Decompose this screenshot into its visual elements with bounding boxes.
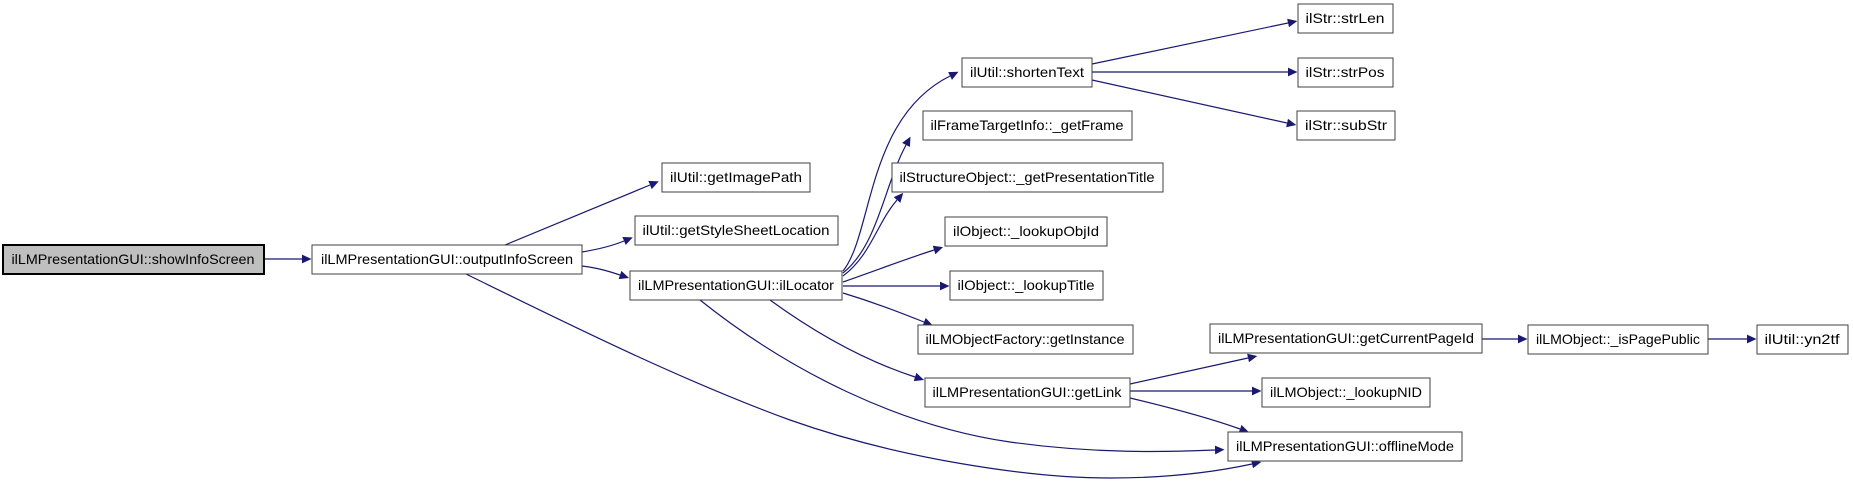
- node-box: [891, 162, 1164, 193]
- edge-illocator-to-getpresentationtitle: [842, 192, 904, 277]
- node-box: [311, 244, 583, 275]
- node-substr[interactable]: ilStr::subStr: [1296, 110, 1396, 141]
- edge-illocator-to-getinstance: [842, 292, 933, 327]
- node-lookupobjid[interactable]: ilObject::_lookupObjId: [944, 216, 1108, 247]
- edge-illocator-to-shortentext: [842, 71, 959, 272]
- node-getpresentationtitle[interactable]: ilStructureObject::_getPresentationTitle: [891, 162, 1164, 193]
- node-label: ilStr::subStr: [1305, 117, 1387, 133]
- node-box: [1297, 3, 1394, 34]
- node-label: ilFrameTargetInfo::_getFrame: [931, 117, 1124, 133]
- node-box: [944, 216, 1108, 247]
- node-label: ilLMPresentationGUI::getCurrentPageId: [1218, 330, 1474, 346]
- node-box: [1227, 431, 1463, 462]
- node-box: [661, 162, 811, 193]
- node-box: [949, 270, 1104, 301]
- node-box: [1527, 324, 1709, 355]
- node-yn2tf[interactable]: ilUtil::yn2tf: [1756, 324, 1849, 355]
- edge-outputinfoscreen-to-getimagepath: [504, 180, 659, 246]
- node-outputinfoscreen[interactable]: ilLMPresentationGUI::outputInfoScreen: [311, 244, 583, 275]
- node-box: [1209, 323, 1483, 354]
- node-label: ilLMObject::_lookupNID: [1270, 384, 1422, 400]
- nodes-layer: ilLMPresentationGUI::showInfoScreen ilLM…: [2, 3, 1849, 462]
- node-box: [1261, 377, 1431, 408]
- node-box: [1756, 324, 1849, 355]
- node-illocator[interactable]: ilLMPresentationGUI::ilLocator: [629, 270, 843, 301]
- node-getstylesheetlocation[interactable]: ilUtil::getStyleSheetLocation: [634, 215, 839, 246]
- node-getimagepath[interactable]: ilUtil::getImagePath: [661, 162, 811, 193]
- node-strpos[interactable]: ilStr::strPos: [1297, 57, 1394, 88]
- node-label: ilObject::_lookupObjId: [953, 223, 1099, 239]
- node-ispagepublic[interactable]: ilLMObject::_isPagePublic: [1527, 324, 1709, 355]
- node-label: ilLMPresentationGUI::ilLocator: [638, 277, 834, 293]
- edge-shortentext-to-substr: [1091, 79, 1297, 128]
- node-label: ilStructureObject::_getPresentationTitle: [900, 169, 1155, 185]
- node-showinfoscreen[interactable]: ilLMPresentationGUI::showInfoScreen: [2, 244, 265, 275]
- edge-illocator-to-getlink: [769, 299, 925, 382]
- node-label: ilUtil::getImagePath: [670, 169, 802, 185]
- node-getframe[interactable]: ilFrameTargetInfo::_getFrame: [922, 110, 1133, 141]
- edge-getlink-to-offlinemode: [1129, 397, 1249, 434]
- edge-illocator-to-offlinemode: [699, 299, 1225, 455]
- node-box: [629, 270, 843, 301]
- node-label: ilLMObjectFactory::getInstance: [926, 331, 1125, 347]
- edge-illocator-to-lookupobjid: [842, 245, 944, 283]
- node-getcurrentpageid[interactable]: ilLMPresentationGUI::getCurrentPageId: [1209, 323, 1483, 354]
- edge-outputinfoscreen-to-illocator: [581, 265, 630, 280]
- node-box: [917, 324, 1134, 355]
- node-lookuptitle[interactable]: ilObject::_lookupTitle: [949, 270, 1104, 301]
- node-box: [961, 57, 1093, 88]
- node-lookupnid[interactable]: ilLMObject::_lookupNID: [1261, 377, 1431, 408]
- node-label: ilUtil::yn2tf: [1765, 331, 1840, 347]
- node-label: ilUtil::shortenText: [970, 64, 1084, 80]
- node-strlen[interactable]: ilStr::strLen: [1297, 3, 1394, 34]
- node-box: [634, 215, 839, 246]
- edge-getlink-to-getcurrentpageid: [1129, 353, 1258, 385]
- node-label: ilLMPresentationGUI::offlineMode: [1236, 438, 1454, 454]
- node-label: ilStr::strLen: [1306, 10, 1385, 26]
- edge-outputinfoscreen-to-offlinemode: [465, 273, 1262, 479]
- node-label: ilStr::strPos: [1306, 64, 1385, 80]
- node-label: ilLMPresentationGUI::showInfoScreen: [12, 251, 255, 267]
- edge-shortentext-to-strlen: [1091, 18, 1298, 65]
- node-label: ilUtil::getStyleSheetLocation: [643, 222, 830, 238]
- node-box: [2, 244, 265, 275]
- node-label: ilLMPresentationGUI::getLink: [933, 384, 1123, 400]
- node-shortentext[interactable]: ilUtil::shortenText: [961, 57, 1093, 88]
- node-offlinemode[interactable]: ilLMPresentationGUI::offlineMode: [1227, 431, 1463, 462]
- node-getinstance[interactable]: ilLMObjectFactory::getInstance: [917, 324, 1134, 355]
- edge-illocator-to-getframe: [842, 136, 911, 274]
- node-box: [1296, 110, 1396, 141]
- node-label: ilLMPresentationGUI::outputInfoScreen: [321, 251, 573, 267]
- edge-outputinfoscreen-to-getstylesheetlocation: [581, 236, 633, 253]
- node-box: [922, 110, 1133, 141]
- edges-layer: [264, 18, 1757, 479]
- node-label: ilObject::_lookupTitle: [958, 277, 1095, 293]
- node-box: [1297, 57, 1394, 88]
- node-getlink[interactable]: ilLMPresentationGUI::getLink: [924, 377, 1131, 408]
- node-box: [924, 377, 1131, 408]
- node-label: ilLMObject::_isPagePublic: [1536, 331, 1700, 347]
